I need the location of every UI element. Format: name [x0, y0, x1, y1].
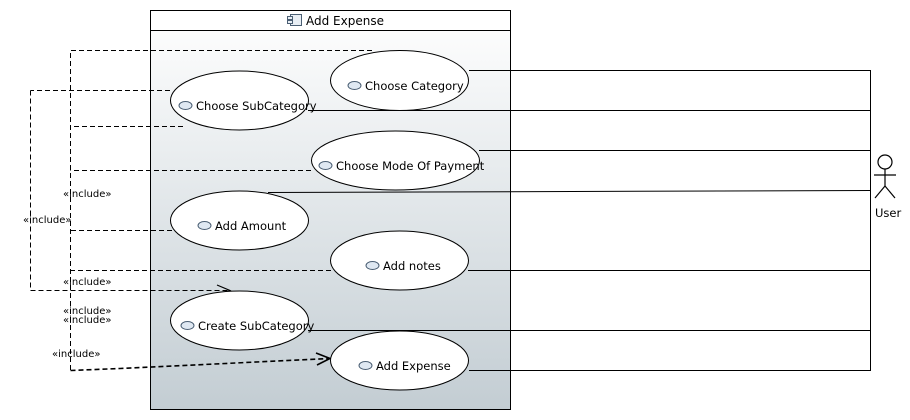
include-label-4: «include» [63, 306, 111, 317]
actor-left-leg [874, 185, 886, 199]
actor-associations [267, 70, 871, 371]
use-case-add-expense[interactable]: Add Expense [330, 330, 469, 391]
use-case-icon [358, 361, 373, 370]
include-path-category [70, 50, 372, 371]
assoc-choose-category [469, 70, 871, 371]
use-case-icon [318, 161, 333, 170]
use-case-choose-subcategory[interactable]: Choose SubCategory [170, 70, 317, 131]
use-case-choose-category[interactable]: Choose Category [330, 50, 469, 111]
use-case-label: Add Amount [215, 219, 287, 233]
stereotype-labels: «include» «include» «include» «include» … [23, 189, 111, 360]
use-case-label: Add notes [383, 259, 441, 273]
actor-right-leg [884, 185, 896, 199]
include-relationships [30, 50, 372, 372]
use-case-icon [197, 221, 212, 230]
actor-user[interactable] [874, 154, 896, 199]
use-case-label: Choose SubCategory [196, 99, 317, 113]
arrowhead-add-expense [315, 352, 332, 366]
include-label-3: «include» [63, 277, 111, 288]
use-case-label: Create SubCategory [198, 319, 314, 333]
actor-head [877, 154, 893, 170]
use-case-choose-mode-of-payment[interactable]: Choose Mode Of Payment [311, 130, 485, 191]
use-case-icon [365, 261, 380, 270]
system-title: Add Expense [306, 14, 384, 28]
include-label-6: «include» [52, 349, 100, 360]
include-label-2: «include» [23, 215, 71, 226]
use-case-label: Choose Mode Of Payment [336, 159, 485, 173]
assoc-add-amount [267, 190, 871, 193]
use-case-add-amount[interactable]: Add Amount [170, 190, 309, 251]
component-icon [287, 14, 302, 26]
use-case-icon [178, 101, 193, 110]
actor-label: User [875, 206, 901, 220]
include-path-add-expense [70, 357, 331, 372]
use-case-label: Add Expense [376, 359, 451, 373]
use-case-add-notes[interactable]: Add notes [330, 230, 469, 291]
include-label-1: «include» [63, 189, 111, 200]
use-case-icon [347, 81, 362, 90]
use-case-icon [180, 321, 195, 330]
include-label-5: «include» [63, 315, 111, 326]
use-case-label: Choose Category [365, 79, 464, 93]
use-case-create-subcategory[interactable]: Create SubCategory [170, 290, 315, 351]
include-path-outer [30, 90, 228, 291]
